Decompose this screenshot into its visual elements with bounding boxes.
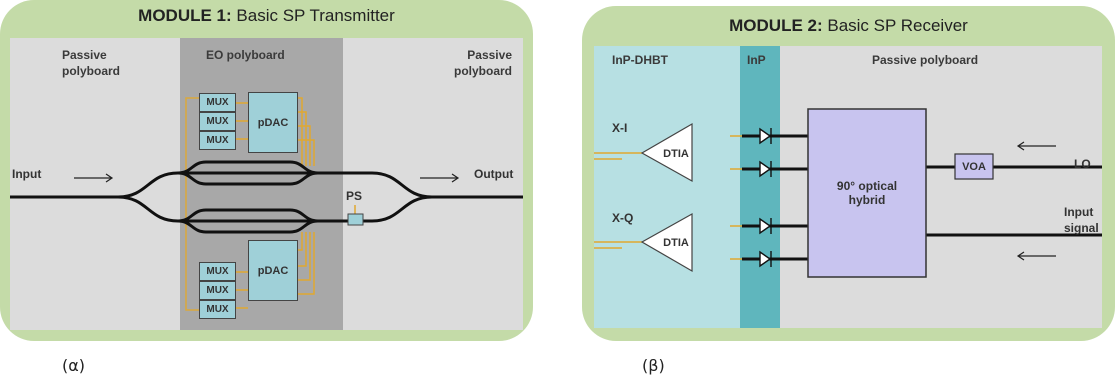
module-2-title-bold: MODULE 2:: [729, 16, 823, 35]
passive-left-line1: Passive: [62, 48, 107, 62]
input-label: Input: [12, 167, 42, 181]
mux-box: MUX: [199, 300, 236, 319]
photodiodes: [759, 127, 772, 268]
mux-box: MUX: [199, 93, 236, 112]
mux-box: MUX: [199, 131, 236, 150]
passive-left-line2: polyboard: [62, 64, 121, 78]
module-2-title: MODULE 2: Basic SP Receiver: [582, 16, 1115, 36]
direction-arrows: [74, 173, 460, 183]
module-2-title-rest: Basic SP Receiver: [822, 16, 968, 35]
eo-polyboard-label: EO polyboard: [206, 48, 285, 62]
xq-label: X-Q: [612, 211, 634, 225]
caption-b: (β): [642, 356, 665, 375]
input-signal-label: Input signal: [1064, 204, 1099, 236]
input-signal-line2: signal: [1064, 221, 1099, 235]
optical-waveguides: [742, 134, 1102, 261]
module-2-circuit: [594, 108, 1102, 278]
inp-dhbt-label: InP-DHBT: [612, 53, 668, 67]
passive-right-line2: polyboard: [453, 64, 512, 78]
module-1-transmitter: MODULE 1: Basic SP Transmitter Passive p…: [0, 0, 533, 341]
passive-polyboard-right-label: Passive polyboard: [442, 47, 512, 79]
direction-arrows: [1016, 141, 1056, 261]
passive-polyboard-label: Passive polyboard: [872, 53, 979, 67]
passive-polyboard-right: [343, 38, 523, 330]
inp-label: InP: [747, 53, 766, 67]
lo-label: LO: [1074, 157, 1091, 171]
optical-hybrid-box: [807, 108, 927, 278]
mux-box: MUX: [199, 262, 236, 281]
caption-a: (α): [62, 356, 86, 375]
module-1-title-rest: Basic SP Transmitter: [231, 6, 395, 25]
inp-dhbt-region: [594, 46, 740, 328]
module-1-title-bold: MODULE 1:: [138, 6, 232, 25]
optical-waveguides: [10, 160, 523, 234]
voa-label: VOA: [962, 160, 986, 173]
module-2-receiver: MODULE 2: Basic SP Receiver InP-DHBT InP…: [582, 6, 1115, 341]
dtia-label-xi: DTIA: [663, 148, 689, 160]
passive-right-line1: Passive: [467, 48, 512, 62]
ps-label: PS: [346, 189, 363, 203]
xi-label: X-I: [612, 121, 628, 135]
passive-polyboard-left-label: Passive polyboard: [62, 47, 120, 79]
pdac-box: pDAC: [248, 240, 298, 301]
mux-box: MUX: [199, 281, 236, 300]
mux-box: MUX: [199, 112, 236, 131]
optical-hybrid-label: 90° optical hybrid: [808, 109, 926, 277]
module-1-title: MODULE 1: Basic SP Transmitter: [0, 6, 533, 26]
input-signal-line1: Input: [1064, 205, 1094, 219]
inp-region: [740, 46, 780, 328]
pdac-box: pDAC: [248, 92, 298, 153]
dtia-amplifier-xi: [640, 122, 693, 183]
dtia-label-xq: DTIA: [663, 237, 689, 249]
output-label: Output: [474, 167, 514, 181]
phase-shifter-element: [347, 213, 364, 226]
voa-box: [954, 153, 994, 180]
hybrid-line2: hybrid: [848, 193, 886, 207]
hybrid-line1: 90° optical: [836, 179, 898, 193]
dtia-amplifier-xq: [640, 212, 693, 273]
